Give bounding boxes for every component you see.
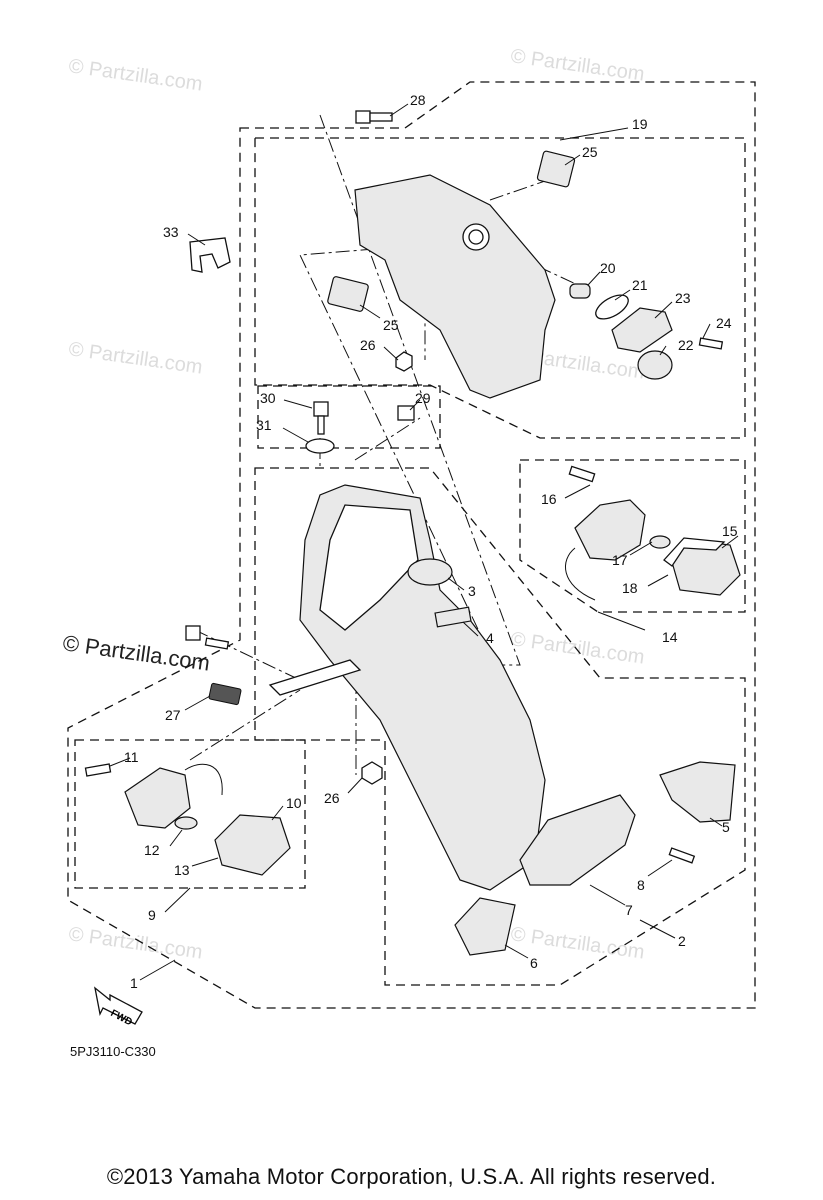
callout-14: 14 — [662, 629, 678, 645]
screw-11 — [84, 763, 112, 777]
assembly-14-boundary — [519, 459, 746, 613]
callout-32: 31 — [256, 417, 272, 433]
assembly-19-boundary — [254, 137, 746, 439]
callout-3: 3 — [468, 583, 476, 599]
bulb-17 — [649, 535, 671, 549]
turn-signal-body-left — [124, 767, 191, 829]
copyright-notice: ©2013 Yamaha Motor Corporation, U.S.A. A… — [106, 1164, 717, 1189]
callout-25: 25 — [582, 144, 598, 160]
callout-17: 17 — [612, 552, 628, 568]
watermark: © Partzilla.com — [67, 55, 204, 96]
callout-25: 25 — [383, 317, 399, 333]
callout-8: 8 — [637, 877, 645, 893]
fender-inner-rim — [319, 504, 419, 631]
screw-24 — [698, 337, 724, 350]
watermark: © Partzilla.com — [67, 338, 204, 379]
callout-31: 30 — [260, 390, 276, 406]
callout-15: 15 — [722, 523, 738, 539]
lens-6 — [454, 897, 516, 956]
callout-16: 16 — [541, 491, 557, 507]
callout-labels: 28 19 25 33 20 21 23 24 25 22 26 30 29 3… — [124, 92, 738, 991]
lens-22 — [637, 350, 673, 380]
bulb-20 — [569, 283, 591, 299]
nut-27 — [361, 761, 383, 785]
callout-10: 10 — [286, 795, 302, 811]
reflector-25-top — [536, 150, 576, 188]
callout-22: 22 — [678, 337, 694, 353]
callout-7: 7 — [625, 902, 633, 918]
leader-lines — [109, 103, 739, 981]
fwd-arrow: FWD — [94, 986, 143, 1028]
ring-21 — [595, 294, 629, 320]
callout-20: 20 — [600, 260, 616, 276]
callout-1: 1 — [130, 975, 138, 991]
nut-26 — [395, 351, 413, 372]
tail-bracket-19 — [354, 174, 556, 399]
callout-26: 26 — [360, 337, 376, 353]
callout-11: 11 — [124, 749, 139, 765]
lens-10 — [214, 814, 291, 876]
fender-assembly-boundary — [254, 467, 746, 986]
callout-28: 27 — [165, 707, 181, 723]
reflector-28 — [208, 682, 242, 706]
screw-left — [204, 637, 230, 650]
washer-32 — [305, 438, 335, 454]
reflector-25-left — [327, 276, 369, 312]
clamp-33 — [189, 237, 231, 273]
assembly-9-boundary — [74, 739, 306, 889]
callout-30: 29 — [415, 390, 431, 406]
bolt-box — [257, 385, 441, 449]
callout-33: 33 — [163, 224, 179, 240]
wire-left — [184, 763, 223, 796]
callout-19: 19 — [632, 116, 648, 132]
screw-16 — [568, 465, 596, 483]
callout-12: 12 — [144, 842, 160, 858]
bolt-29 — [355, 110, 393, 124]
callout-29: 28 — [410, 92, 426, 108]
wire-right — [564, 547, 596, 601]
diagram-code: 5PJ3110-C330 — [70, 1044, 156, 1059]
callout-13: 13 — [174, 862, 190, 878]
license-bracket — [268, 659, 362, 696]
callout-2: 2 — [678, 933, 686, 949]
callout-5: 5 — [722, 819, 730, 835]
callout-18: 18 — [622, 580, 638, 596]
watermark: © Partzilla.com — [67, 923, 204, 964]
callout-21: 21 — [632, 277, 648, 293]
callout-4: 4 — [486, 630, 494, 646]
watermark: © Partzilla.com — [509, 628, 646, 669]
bolt-31-shank — [317, 415, 325, 435]
callout-24: 24 — [716, 315, 732, 331]
turn-signal-body-right — [574, 499, 646, 561]
gasket-18 — [663, 537, 726, 567]
plate-4 — [434, 606, 472, 628]
tail-lamp-7 — [519, 794, 636, 886]
bulb-3 — [407, 558, 453, 586]
clip-29 — [185, 625, 201, 641]
callout-9: 9 — [148, 907, 156, 923]
callout-23: 23 — [675, 290, 691, 306]
bracket-hole-inner — [468, 229, 484, 245]
bolt-31-head — [313, 401, 329, 417]
watermark: © Partzilla.com — [509, 45, 646, 86]
license-lamp-23 — [611, 307, 673, 353]
callout-6: 6 — [530, 955, 538, 971]
lens-5 — [659, 761, 736, 823]
screw-8 — [668, 847, 696, 864]
callout-27: 26 — [324, 790, 340, 806]
bulb-12 — [174, 816, 198, 830]
